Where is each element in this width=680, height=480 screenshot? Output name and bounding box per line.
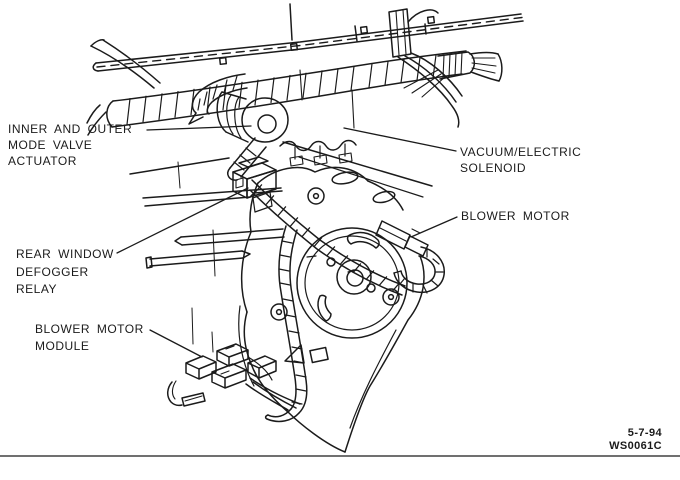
wiring-harness-drawing [86, 8, 503, 136]
label-line: SOLENOID [460, 161, 527, 175]
label-vacuum-electric-solenoid: VACUUM/ELECTRIC SOLENOID [460, 144, 581, 176]
figure-code: WS0061C [609, 439, 662, 452]
label-line: DEFOGGER [16, 264, 89, 279]
label-blower-motor: BLOWER MOTOR [461, 208, 570, 224]
vacuum-electric-solenoid-drawing [279, 69, 433, 198]
label-line: MODE VALVE [8, 138, 93, 152]
label-line: ACTUATOR [8, 154, 77, 168]
leader-lines [116, 125, 458, 358]
label-line: REAR WINDOW [16, 247, 114, 261]
left-rails-drawing [129, 157, 285, 353]
label-line: BLOWER MOTOR [35, 322, 144, 336]
blower-motor-connector-drawing [375, 220, 445, 294]
label-rear-window-defogger-relay: REAR WINDOW DEFOGGER RELAY [16, 246, 114, 299]
label-mode-valve-actuator: INNER AND OUTER MODE VALVE ACTUATOR [8, 121, 132, 169]
module-connectors-drawing [167, 343, 301, 411]
label-line: VACUUM/ELECTRIC [460, 145, 582, 159]
label-blower-motor-module: BLOWER MOTOR MODULE [35, 321, 144, 355]
figure-id-block: 5-7-94 WS0061C [609, 427, 662, 452]
label-line: MODULE [35, 339, 90, 353]
label-line: BLOWER MOTOR [461, 209, 570, 223]
defogger-relay-drawing [232, 156, 277, 213]
mode-valve-actuator-drawing [188, 73, 289, 181]
figure-date: 5-7-94 [627, 427, 662, 439]
blower-housing-drawing [238, 166, 425, 453]
wiring-loom-drawing [249, 179, 406, 423]
label-line: RELAY [16, 282, 57, 296]
cowl-panel-drawing [92, 3, 524, 72]
label-line: INNER AND OUTER [8, 122, 133, 136]
